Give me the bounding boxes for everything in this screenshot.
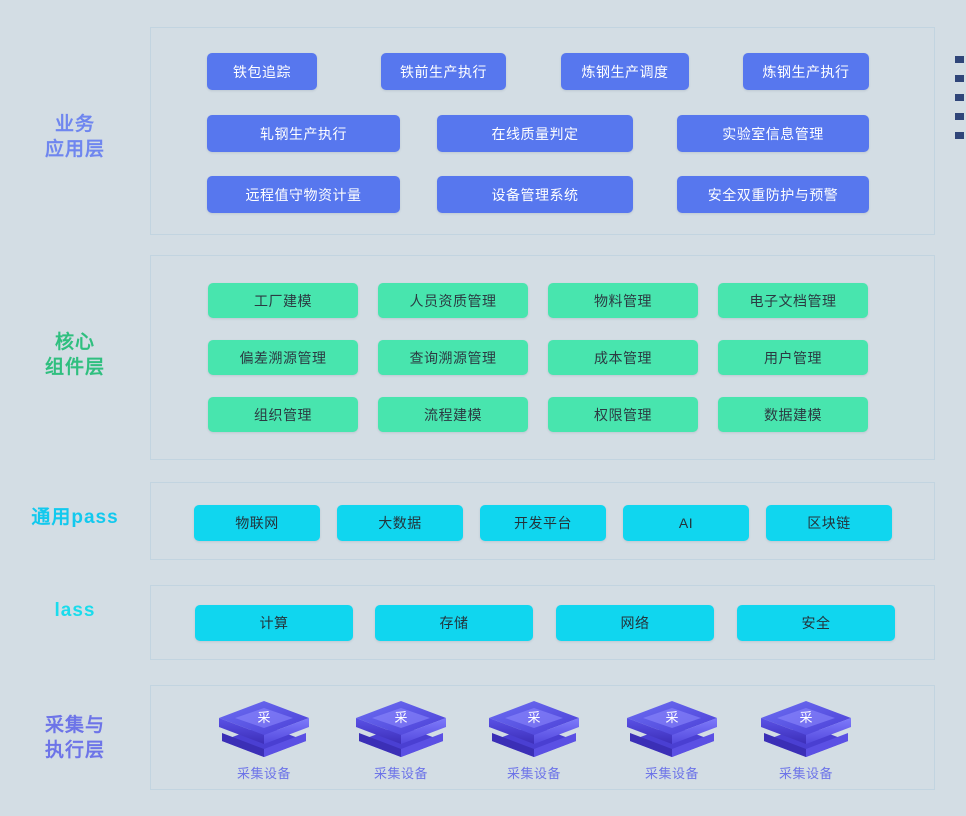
device-glyph: 采 (527, 710, 540, 725)
chip-dashuju[interactable]: 大数据 (337, 505, 463, 541)
layer-label-core-component: 核心 组件层 (44, 332, 105, 378)
layer-panel-iaas (150, 585, 935, 660)
chip-tieqian-shengchan-zhixing[interactable]: 铁前生产执行 (381, 53, 506, 90)
chip-qukuailian[interactable]: 区块链 (766, 505, 892, 541)
device-node-2[interactable]: 采 采集设备 (346, 697, 456, 782)
chip-shuju-jianmo[interactable]: 数据建模 (718, 397, 868, 432)
collection-device-icon: 采 (751, 697, 861, 759)
chip-wangluo[interactable]: 网络 (556, 605, 714, 641)
device-label: 采集设备 (236, 766, 291, 781)
chip-dianzi-wendang-guanli[interactable]: 电子文档管理 (718, 283, 868, 318)
chip-liangang-shengchan-zhixing[interactable]: 炼钢生产执行 (743, 53, 869, 90)
edge-mark (955, 75, 964, 82)
device-glyph: 采 (394, 710, 407, 725)
chip-zuzhi-guanli[interactable]: 组织管理 (208, 397, 358, 432)
chip-shiyanshi-xinxi-guanli[interactable]: 实验室信息管理 (677, 115, 869, 152)
chip-wuliao-guanli[interactable]: 物料管理 (548, 283, 698, 318)
layer-label-business-application: 业务 应用层 (44, 114, 105, 160)
collection-device-icon: 采 (617, 697, 727, 759)
chip-liucheng-jianmo[interactable]: 流程建模 (378, 397, 528, 432)
collection-device-icon: 采 (209, 697, 319, 759)
chip-zhagang-shengchan-zhixing[interactable]: 轧钢生产执行 (207, 115, 400, 152)
layer-label-iaas: lass (54, 600, 96, 621)
chip-ai[interactable]: AI (623, 505, 749, 541)
chip-piancha-suyuan-guanli[interactable]: 偏差溯源管理 (208, 340, 358, 375)
chip-chaxun-suyuan-guanli[interactable]: 查询溯源管理 (378, 340, 528, 375)
layer-panel-collection-execution (150, 685, 935, 790)
edge-mark (955, 113, 964, 120)
device-label: 采集设备 (644, 766, 699, 781)
device-node-4[interactable]: 采 采集设备 (617, 697, 727, 782)
edge-mark (955, 132, 964, 139)
chip-yonghu-guanli[interactable]: 用户管理 (718, 340, 868, 375)
chip-quanxian-guanli[interactable]: 权限管理 (548, 397, 698, 432)
device-label: 采集设备 (506, 766, 561, 781)
chip-chengben-guanli[interactable]: 成本管理 (548, 340, 698, 375)
layer-label-collection-execution: 采集与 执行层 (44, 715, 105, 761)
device-label: 采集设备 (778, 766, 833, 781)
layer-panel-core-component (150, 255, 935, 460)
edge-mark (955, 94, 964, 101)
chip-shebei-guanli-xitong[interactable]: 设备管理系统 (437, 176, 633, 213)
chip-liangang-shengchan-diaodu[interactable]: 炼钢生产调度 (561, 53, 689, 90)
device-glyph: 采 (665, 710, 678, 725)
device-glyph: 采 (799, 710, 812, 725)
chip-kaifa-pingtai[interactable]: 开发平台 (480, 505, 606, 541)
chip-gongchang-jianmo[interactable]: 工厂建模 (208, 283, 358, 318)
right-edge-clipped-legend (952, 56, 966, 151)
layer-panel-business-application (150, 27, 935, 235)
device-node-1[interactable]: 采 采集设备 (209, 697, 319, 782)
edge-mark (955, 56, 964, 63)
device-node-5[interactable]: 采 采集设备 (751, 697, 861, 782)
collection-device-icon: 采 (479, 697, 589, 759)
chip-anquan[interactable]: 安全 (737, 605, 895, 641)
device-glyph: 采 (257, 710, 270, 725)
device-label: 采集设备 (373, 766, 428, 781)
chip-tiebao-zhuizong[interactable]: 铁包追踪 (207, 53, 317, 90)
chip-yuancheng-zhishou-wuzi-jiliang[interactable]: 远程值守物资计量 (207, 176, 400, 213)
layer-panel-general-paas (150, 482, 935, 560)
chip-anquan-shuangchong-fanghu-yujing[interactable]: 安全双重防护与预警 (677, 176, 869, 213)
device-node-3[interactable]: 采 采集设备 (479, 697, 589, 782)
collection-device-icon: 采 (346, 697, 456, 759)
chip-renyuan-zizhi-guanli[interactable]: 人员资质管理 (378, 283, 528, 318)
chip-wulianwang[interactable]: 物联网 (194, 505, 320, 541)
chip-zaixian-zhiliang-panding[interactable]: 在线质量判定 (437, 115, 633, 152)
chip-cunchu[interactable]: 存储 (375, 605, 533, 641)
layer-label-general-paas: 通用pass (31, 507, 119, 528)
chip-jisuan[interactable]: 计算 (195, 605, 353, 641)
